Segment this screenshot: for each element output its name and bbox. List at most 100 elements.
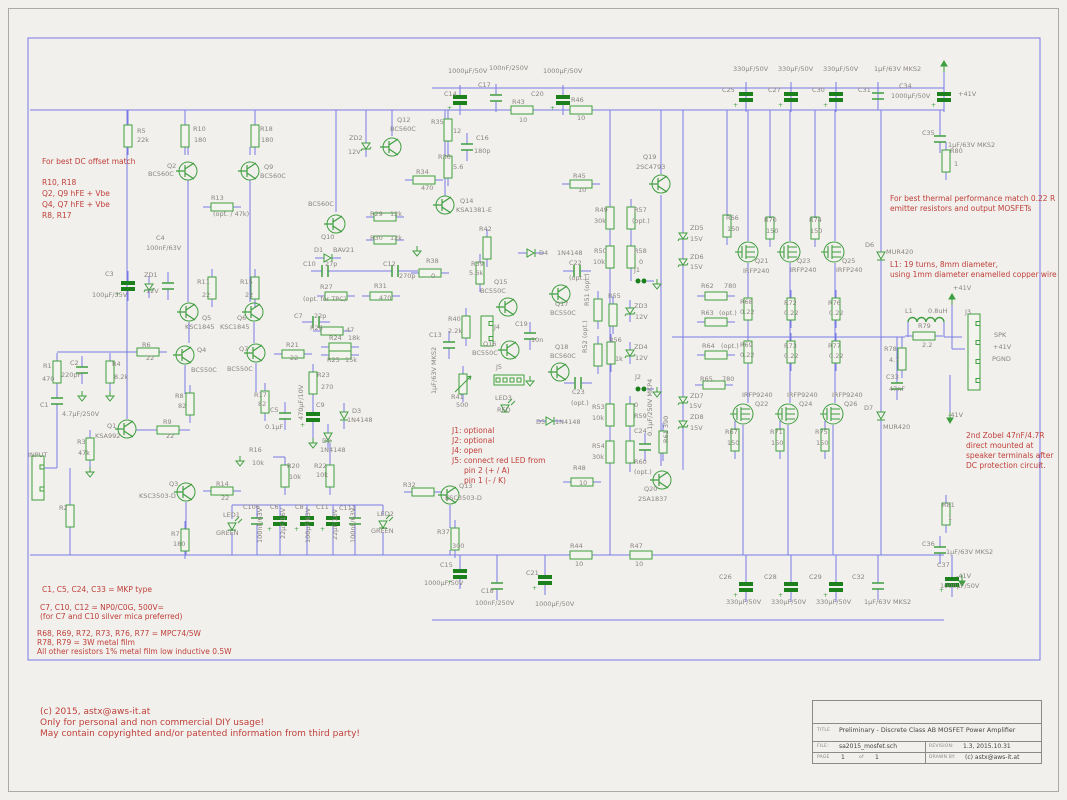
symbol-r40: [461, 315, 471, 339]
symbol-r61: [658, 430, 668, 454]
component-label: R30: [370, 234, 383, 242]
component-label: R75: [815, 428, 828, 436]
component-label: 470: [379, 294, 391, 302]
symbol-c24: [639, 443, 651, 451]
symbol-r18: [250, 124, 260, 148]
component-label: 18k: [348, 334, 360, 342]
component-label: R17: [254, 391, 267, 399]
svg-text:+: +: [823, 102, 828, 109]
component-label: 0.1µF/250V MKP4: [646, 379, 654, 436]
annotation: emitter resistors and output MOSFETs: [890, 204, 1031, 213]
schematic-title: Preliminary - Discrete Class AB MOSFET P…: [839, 727, 1016, 734]
symbol-r46: [569, 105, 593, 115]
component-label: 1N4148: [347, 416, 373, 424]
symbol-r10: [180, 124, 190, 148]
component-label: BC560C: [390, 125, 416, 133]
symbol-plus41: [940, 60, 948, 72]
component-label: 100nF/250V: [489, 64, 529, 72]
symbol-r79: [912, 331, 936, 341]
component-label: R11: [197, 278, 210, 286]
component-label: Q14: [460, 197, 473, 205]
component-label: 180: [173, 540, 185, 548]
annotation: All other resistors 1% metal film low in…: [37, 647, 232, 656]
component-label: 10: [575, 560, 583, 568]
component-label: R51 (opt.): [583, 273, 591, 306]
component-label: C8: [295, 503, 304, 511]
component-label: 10k: [592, 414, 604, 422]
component-label: Q6: [237, 314, 246, 322]
component-label: 10: [519, 116, 527, 124]
component-label: 1000µF/50V: [424, 579, 464, 587]
symbol-r26: [320, 326, 344, 336]
component-label: C4: [156, 234, 165, 242]
component-label: R80: [950, 147, 963, 155]
component-label: C9: [316, 401, 325, 409]
component-label: Q15: [494, 278, 507, 286]
symbol-r22: [325, 464, 335, 488]
component-label: 0: [634, 401, 638, 409]
revision-label: REVISION:: [929, 744, 954, 749]
component-label: R52 (opt.): [581, 320, 589, 353]
component-label: D7: [864, 404, 873, 412]
symbol-r27: [324, 291, 348, 301]
component-label: 150: [810, 227, 822, 235]
component-label: LED1: [223, 511, 240, 519]
component-label: 330µF/50V: [823, 65, 859, 73]
component-label: C35: [922, 129, 935, 137]
component-label: 1000µF/50V: [543, 67, 583, 75]
symbol-r52: [593, 343, 603, 367]
component-label: 0.8uH: [928, 307, 947, 315]
svg-text:+: +: [115, 291, 120, 298]
symbol-r70: [765, 216, 775, 240]
component-label: -41V: [956, 572, 972, 580]
annotation: pin 1 (- / K): [464, 476, 506, 485]
symbol-c1: [51, 397, 63, 405]
component-label: R64: [702, 342, 715, 350]
symbol-minus41: [958, 575, 966, 587]
symbol-r67: [730, 428, 740, 452]
component-label: J3: [964, 308, 971, 316]
component-label: R41: [451, 393, 464, 401]
component-label: R63: [701, 309, 714, 317]
component-label: SPK: [994, 331, 1007, 339]
symbol-c4: [162, 282, 174, 290]
symbol-r65: [702, 380, 726, 390]
symbol-r62: [704, 291, 728, 301]
symbol-r60: [625, 440, 635, 464]
symbol-c28: [784, 588, 798, 592]
component-label: IRFP240: [743, 267, 770, 275]
symbol-r50: [605, 245, 615, 269]
component-label: Q21: [755, 257, 768, 265]
component-label: R8: [175, 392, 184, 400]
symbol-r73: [786, 340, 796, 364]
svg-text:+: +: [733, 592, 738, 599]
component-label: R35: [431, 118, 444, 126]
component-label: L1: [905, 307, 913, 315]
component-label: (opt.): [719, 309, 737, 317]
component-label: BC560C: [550, 352, 576, 360]
component-label: Q19: [643, 153, 656, 161]
component-label: R53: [592, 403, 605, 411]
component-label: R29: [370, 210, 383, 218]
component-label: R42: [479, 225, 492, 233]
symbol-c17: [490, 94, 502, 102]
component-label: R20: [287, 462, 300, 470]
component-label: Q4: [197, 346, 206, 354]
component-label: R65: [700, 375, 713, 383]
symbol-r56: [606, 341, 616, 365]
symbol-r71: [775, 428, 785, 452]
component-label: 82: [178, 402, 186, 410]
annotation: J4: open: [451, 446, 483, 455]
component-label: (opt. / 47k): [213, 210, 249, 218]
symbol-r6: [136, 347, 160, 357]
component-label: 100nF/250V: [475, 599, 515, 607]
component-label: 15V: [690, 263, 703, 271]
component-label: GREEN: [371, 527, 394, 535]
symbol-c5: [279, 412, 291, 420]
title-label: TITLE: [817, 728, 831, 733]
of-label: of: [859, 755, 864, 760]
symbol-c11: [326, 522, 340, 526]
component-label: C5: [270, 406, 279, 414]
component-label: Q13: [459, 482, 472, 490]
component-label: R66: [726, 214, 739, 222]
